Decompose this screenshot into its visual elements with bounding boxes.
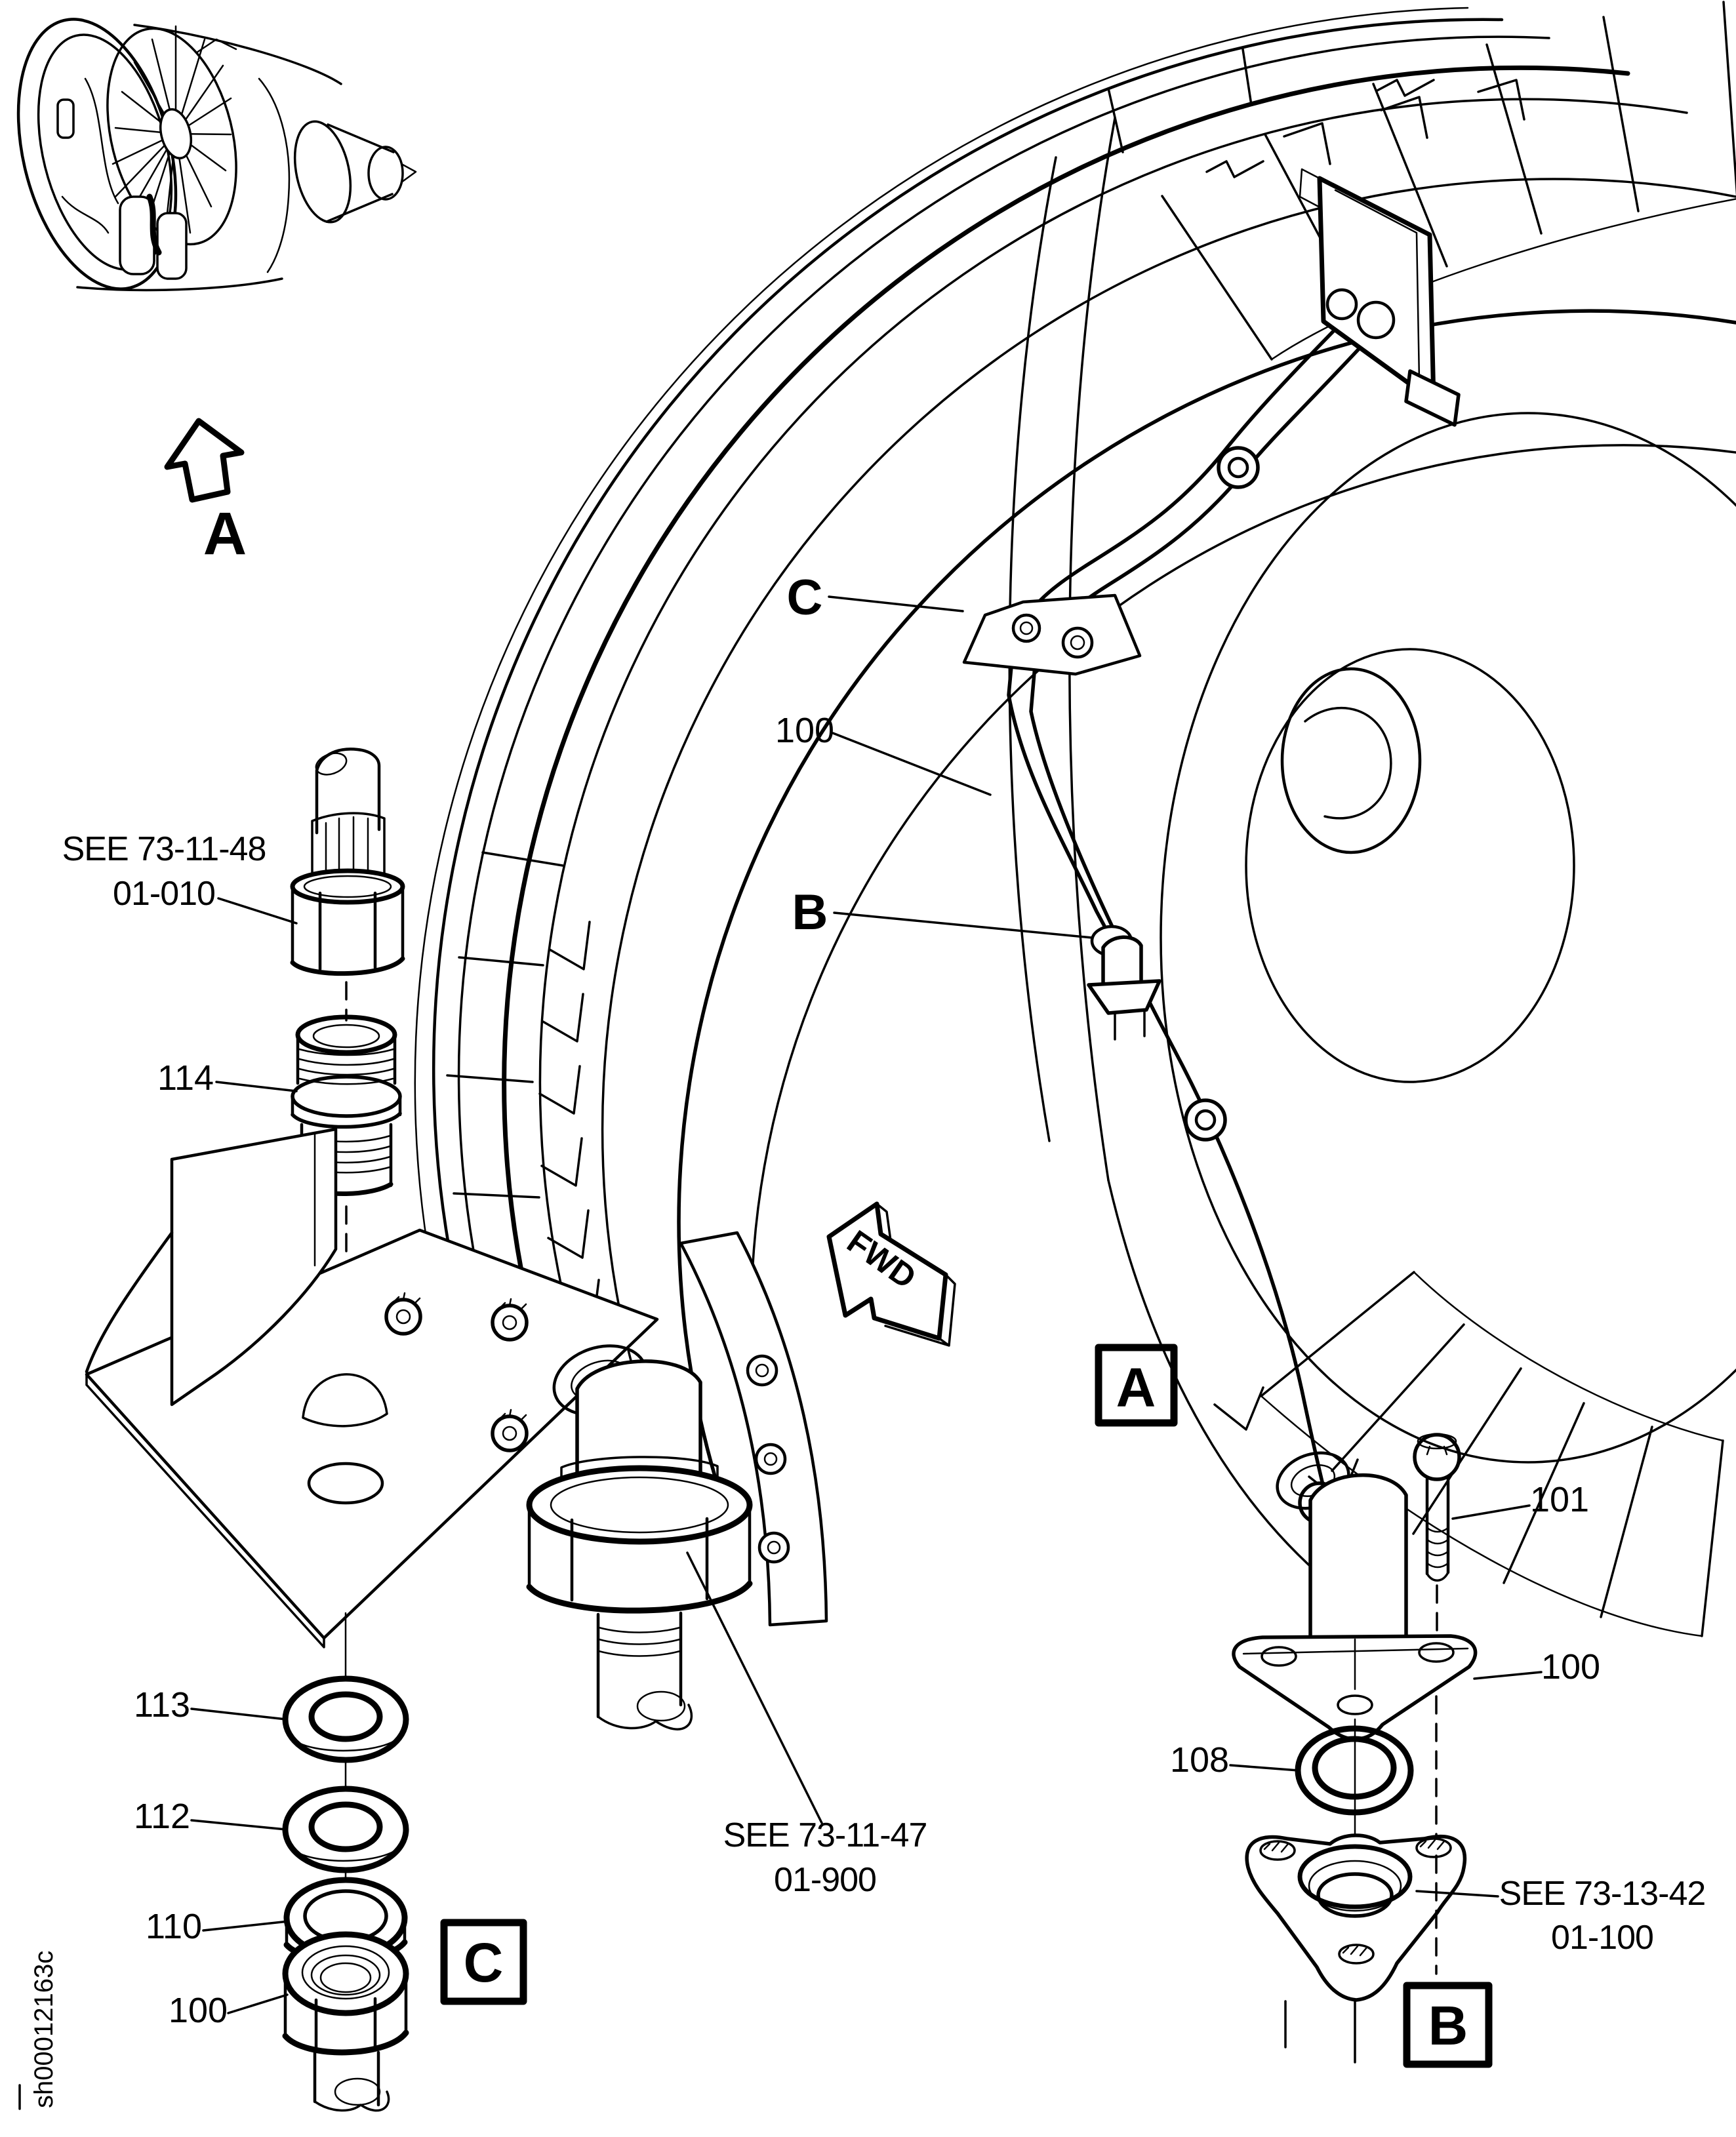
fwd-direction-arrow: FWD [826,1201,956,1347]
case-chevrons [538,79,1525,1503]
callout-100-detail-c-leader [227,1993,289,2014]
ref-boss-leader [1415,1890,1499,1898]
callout-112-leader [190,1819,287,1831]
callout-clamp-letter: C [787,570,823,626]
fan-blades [1161,1,1736,1637]
fan-case-arcs [414,7,1736,1628]
detail-c-callouts: SEE 73-11-48 01-010 114 113 112 110 100 … [62,830,928,2030]
bracket-fasteners [384,1292,529,1452]
detail-c-art [85,748,828,2112]
callout-100-detail-c: 100 [169,1991,228,2030]
callout-113-leader [190,1708,287,1721]
view-box-b-letter: B [1428,1995,1468,2056]
callout-108-leader [1229,1764,1300,1772]
ref-boss-line2: 01-100 [1551,1919,1653,1957]
callout-transmitter-letter: B [792,885,828,940]
detail-b-callouts: 101 100 108 SEE 73-13-42 01-100 B [1170,1480,1706,2068]
callout-110-leader [202,1920,290,1932]
fan-rotor [1160,412,1736,1464]
callout-clamp-leader [828,595,964,612]
detail-b-art [1232,1433,1478,2064]
ref-bracket-line2: 01-900 [774,1861,876,1899]
engine-callouts: C 100 B [775,570,1093,940]
callout-transmitter-leader [833,911,1093,939]
callout-100-detail-b-leader [1473,1671,1543,1680]
engine-overview-art [16,18,417,292]
sheet-code: sh00012163c [18,1951,58,2110]
callout-tube-leader [832,732,992,796]
view-arrow-label: A [203,500,247,567]
callout-101-leader [1451,1504,1531,1520]
callout-114: 114 [157,1058,214,1098]
clamp-bracket-c [962,593,1142,676]
tube-clamps [1184,446,1341,1525]
sheet-code-text: sh00012163c [30,1951,58,2108]
callout-113: 113 [134,1685,190,1725]
view-box-c-letter: C [464,1932,504,1993]
view-box-a-letter: A [1116,1357,1156,1418]
installed-transmitter-b [1087,925,1161,1041]
callout-108: 108 [1170,1740,1229,1780]
view-box-b: B [1403,1982,1493,2068]
ref-bracket-leader [686,1551,823,1824]
callout-100-detail-b: 100 [1541,1647,1600,1687]
callout-114-leader [215,1081,298,1092]
ref-bracket-line1: SEE 73-11-47 [723,1816,927,1854]
ref-sensor-line1: SEE 73-11-48 [62,830,266,868]
callout-101: 101 [1530,1480,1589,1519]
ref-boss-line1: SEE 73-13-42 [1499,1875,1706,1913]
ref-sensor-leader [217,897,298,925]
callout-112: 112 [134,1797,190,1836]
callout-tube-number: 100 [775,711,834,750]
callout-110: 110 [146,1907,202,1946]
ref-sensor-line2: 01-010 [113,875,215,913]
upper-bracket [1299,168,1461,427]
view-box-c: C [440,1919,527,2005]
view-a-arrow: A [164,418,247,567]
view-box-a: A [1095,1344,1178,1427]
